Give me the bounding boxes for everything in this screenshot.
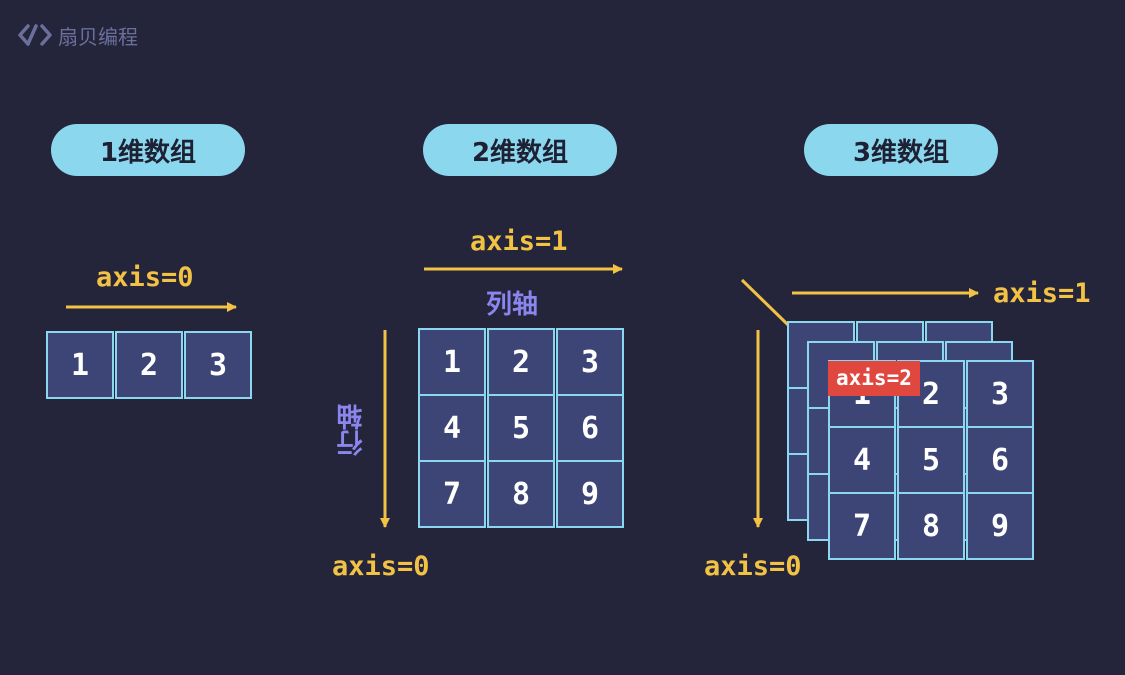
cell-3d-9: 9 (966, 492, 1034, 560)
cell-1d-1: 1 (46, 331, 114, 399)
code-brackets-icon (18, 24, 52, 46)
cell-3d-5: 5 (897, 426, 965, 494)
label-2d-axis0: axis=0 (332, 551, 430, 582)
label-2d-row-axis: 行轴 (337, 404, 367, 456)
cell-3d-8: 8 (897, 492, 965, 560)
cell-2d-7: 7 (418, 460, 486, 528)
cell-3d-3: 3 (966, 360, 1034, 428)
cell-2d-1: 1 (418, 328, 486, 396)
label-3d-axis0: axis=0 (704, 551, 802, 582)
label-2d-column-axis: 列轴 (486, 290, 539, 320)
cell-2d-2: 2 (487, 328, 555, 396)
panel-2d-title: 2维数组 (423, 124, 617, 176)
brand-name: 扇贝编程 (58, 24, 138, 49)
cell-3d-7: 7 (828, 492, 896, 560)
label-3d-axis2: axis=2 (828, 361, 920, 397)
cell-2d-3: 3 (556, 328, 624, 396)
cell-2d-8: 8 (487, 460, 555, 528)
cell-2d-6: 6 (556, 394, 624, 462)
cell-1d-2: 2 (115, 331, 183, 399)
cell-3d-6: 6 (966, 426, 1034, 494)
panel-1d-title: 1维数组 (51, 124, 245, 176)
cell-3d-4: 4 (828, 426, 896, 494)
cell-1d-3: 3 (184, 331, 252, 399)
cell-2d-4: 4 (418, 394, 486, 462)
brand-logo: 扇贝编程 (18, 20, 138, 50)
panel-3d-title: 3维数组 (804, 124, 998, 176)
cell-2d-5: 5 (487, 394, 555, 462)
cell-2d-9: 9 (556, 460, 624, 528)
label-2d-axis1: axis=1 (470, 226, 568, 257)
label-1d-axis0: axis=0 (96, 262, 194, 293)
label-3d-axis1: axis=1 (993, 278, 1091, 309)
